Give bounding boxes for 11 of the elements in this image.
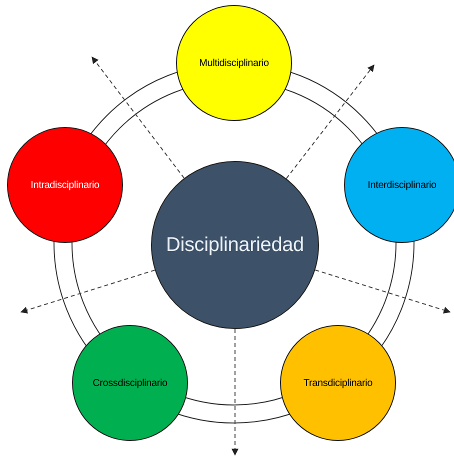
dashed-arrow — [92, 56, 185, 179]
dashed-arrow — [20, 270, 156, 314]
node-label: Disciplinariedad — [166, 234, 304, 256]
node-label: Transdiciplinario — [303, 378, 373, 388]
node-label: Multidisciplinario — [199, 58, 269, 68]
dashed-arrow — [286, 64, 374, 180]
dashed-arrow — [232, 328, 238, 456]
node-label: Intradisciplinario — [30, 180, 100, 190]
dashed-arrow — [314, 270, 451, 314]
node-label: Crossdisciplinario — [92, 378, 168, 388]
node-label: Interdisciplinario — [368, 180, 436, 190]
